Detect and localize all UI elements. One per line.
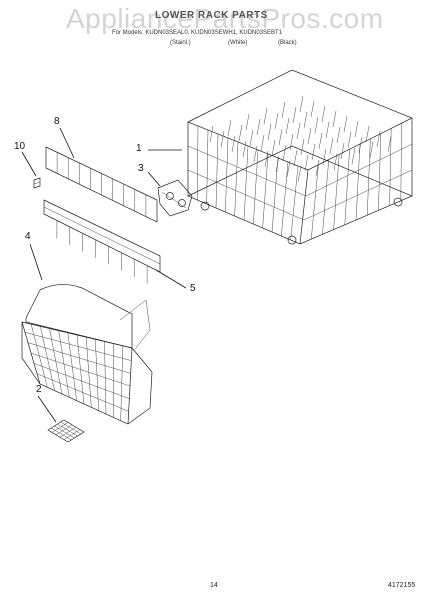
document-number: 4172155 <box>388 582 416 589</box>
callout-3: 3 <box>138 163 144 174</box>
leader-10 <box>21 151 37 177</box>
diagram-title: LOWER RACK PARTS <box>155 10 268 21</box>
leader-8 <box>59 127 75 159</box>
silverware-basket[interactable] <box>21 284 153 425</box>
leader-4 <box>29 243 43 281</box>
tine-row-strip[interactable] <box>45 146 158 223</box>
color-black: (Black) <box>278 40 297 46</box>
leader-3 <box>147 171 161 187</box>
lower-rack[interactable] <box>187 69 413 245</box>
leader-5 <box>155 269 187 289</box>
fold-down-tine-assembly[interactable] <box>43 199 161 284</box>
rack-wheel-bracket[interactable] <box>157 179 193 217</box>
page-number: 14 <box>210 582 218 589</box>
callout-1: 1 <box>136 143 142 154</box>
color-white: (White) <box>228 40 248 46</box>
model-list: For Models: KUDN03SEAL0, KUDN03SEWH1, KU… <box>112 30 283 36</box>
basket-cover[interactable] <box>47 419 85 443</box>
callout-4: 4 <box>25 231 31 242</box>
callout-5: 5 <box>190 283 196 294</box>
callout-10: 10 <box>14 141 26 152</box>
watermark: AppliancePartsPros.com <box>66 3 384 34</box>
callout-8: 8 <box>54 116 60 127</box>
leader-2 <box>37 395 57 423</box>
color-stainless: (Stainl.) <box>170 40 191 46</box>
tine-clip[interactable] <box>33 177 41 189</box>
callout-2: 2 <box>36 384 42 395</box>
